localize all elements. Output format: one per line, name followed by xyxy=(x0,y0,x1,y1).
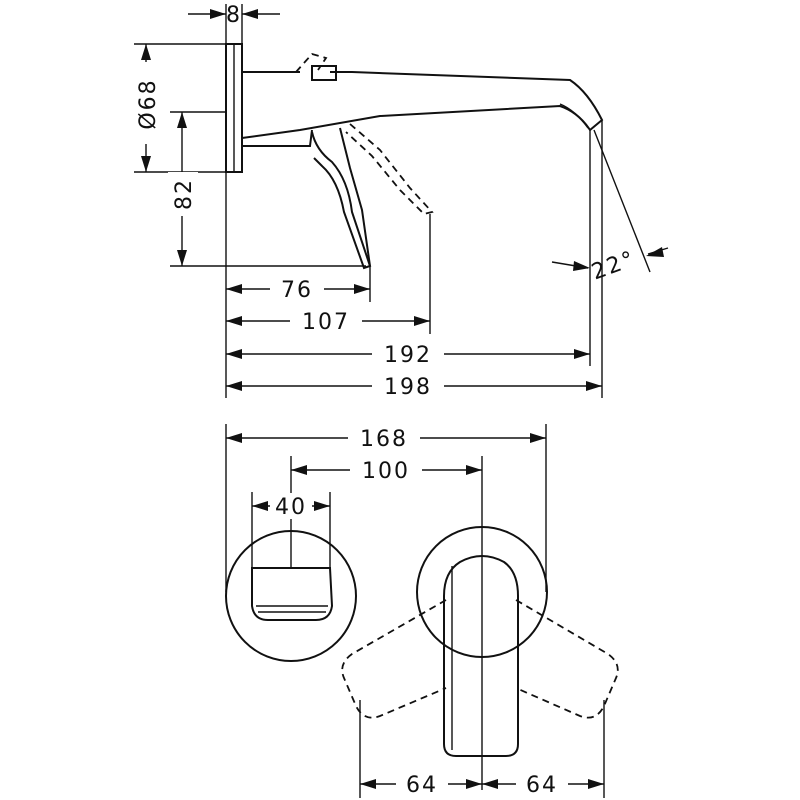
lever-swing-right xyxy=(515,599,619,719)
dim-lever-open-depth: 107 xyxy=(302,310,350,335)
mixer-lever xyxy=(443,555,519,757)
front-view: 168 100 40 64 64 xyxy=(225,424,619,798)
dim-height: 82 xyxy=(172,178,197,210)
dim-total-reach: 198 xyxy=(384,375,432,400)
handle-open-dashed xyxy=(345,123,434,215)
dim-overall-width: 168 xyxy=(360,427,408,452)
spout-body xyxy=(241,71,604,139)
dim-center-distance: 100 xyxy=(362,459,410,484)
side-view: 8 Ø68 82 76 107 192 xyxy=(130,3,669,400)
dim-lever-swing-left: 64 xyxy=(406,773,438,798)
lever-swing-left xyxy=(341,599,447,719)
handle-closed xyxy=(311,131,372,270)
dim-flange-thickness: 8 xyxy=(226,3,242,28)
dim-spout-width: 40 xyxy=(275,495,307,520)
spout-outlet xyxy=(251,567,334,621)
dim-spout-reach: 192 xyxy=(384,343,432,368)
cartridge-housing xyxy=(241,129,313,147)
dim-lever-swing-right: 64 xyxy=(526,773,558,798)
dim-spout-angle: 22° xyxy=(588,246,639,285)
dim-lever-depth: 76 xyxy=(281,278,313,303)
lever-stub xyxy=(311,65,337,81)
dim-flange-diameter: Ø68 xyxy=(136,78,161,129)
